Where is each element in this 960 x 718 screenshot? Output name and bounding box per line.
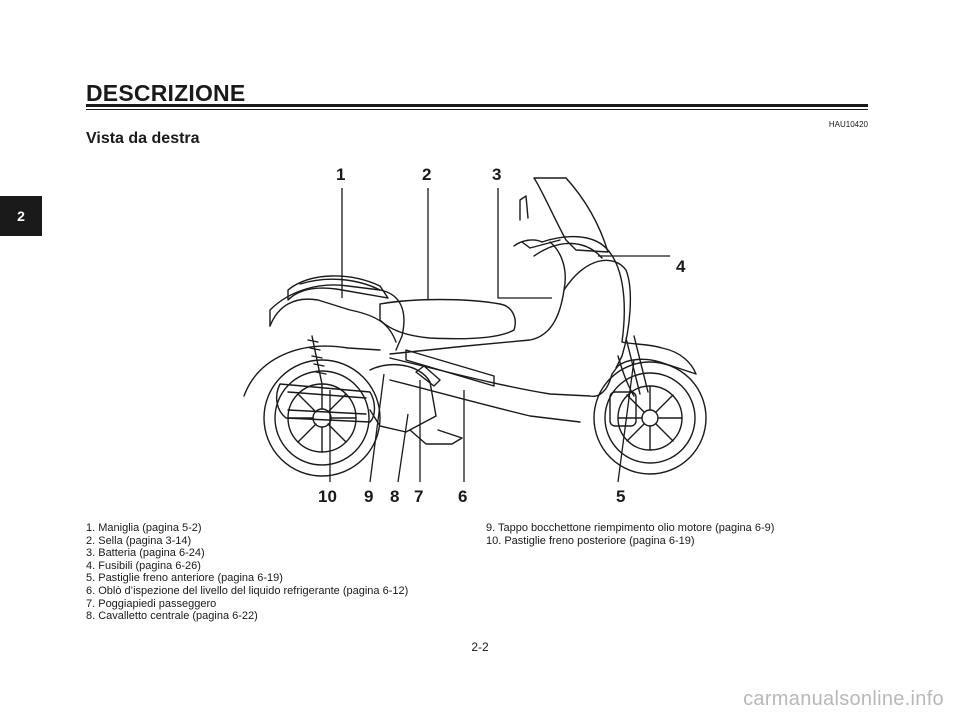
mirror [519, 195, 529, 221]
callout-1: 1 [336, 165, 345, 184]
scooter-illustration: 1 2 3 4 5 6 7 8 9 10 [243, 165, 707, 506]
callout-7: 7 [414, 487, 423, 506]
legend-item: 6. Oblò d’ispezione del livello del liqu… [86, 584, 409, 597]
legend-item: 7. Poggiapiedi passeggero [86, 597, 217, 610]
page-number: 2-2 [471, 640, 489, 654]
rear-wheel [263, 359, 381, 477]
legend-item: 2. Sella (pagina 3-14) [86, 534, 192, 547]
callout-2: 2 [422, 165, 431, 184]
title-rule-thin [86, 109, 868, 110]
legend-item: 8. Cavalletto centrale (pagina 6-22) [86, 610, 258, 623]
legend-left: 1. Maniglia (pagina 5-2) 2. Sella (pagin… [86, 522, 466, 623]
legend-item: 3. Batteria (pagina 6-24) [86, 547, 205, 560]
legend-item: 10. Pastiglie freno posteriore (pagina 6… [486, 534, 695, 547]
windshield [533, 177, 609, 253]
leader-lines [329, 188, 670, 483]
legend-right: 9. Tappo bocchettone riempimento olio mo… [486, 522, 886, 547]
callout-10: 10 [318, 487, 337, 506]
watermark: carmanualsonline.info [743, 688, 944, 710]
title-rule-thick [86, 104, 868, 107]
rear-body [269, 284, 405, 351]
rear-shock [307, 335, 327, 385]
legend-item: 1. Maniglia (pagina 5-2) [86, 522, 202, 534]
front-fairing [541, 235, 697, 375]
callout-9: 9 [364, 487, 373, 506]
seat [379, 298, 516, 340]
legend-item: 4. Fusibili (pagina 6-26) [86, 559, 201, 572]
muffler [275, 383, 376, 423]
document-code: HAU10420 [828, 120, 868, 129]
handlebar [521, 239, 561, 249]
callout-4: 4 [676, 257, 686, 276]
floorboard [389, 357, 619, 397]
legshield [563, 259, 632, 369]
front-wheel [593, 361, 707, 475]
grab-handle [287, 275, 389, 301]
frame [389, 241, 566, 355]
chapter-tab: 2 [0, 196, 42, 236]
section-subtitle: Vista da destra [86, 130, 200, 147]
callout-5: 5 [616, 487, 625, 506]
callout-3: 3 [492, 165, 501, 184]
callout-6: 6 [458, 487, 467, 506]
center-stand [409, 429, 463, 445]
page-title: DESCRIZIONE [86, 80, 246, 106]
legend-item: 9. Tappo bocchettone riempimento olio mo… [486, 522, 775, 534]
rear-fender [243, 345, 381, 397]
legend-item: 5. Pastiglie freno anteriore (pagina 6-1… [86, 572, 283, 585]
passenger-footpeg [415, 365, 441, 387]
callout-8: 8 [390, 487, 399, 506]
